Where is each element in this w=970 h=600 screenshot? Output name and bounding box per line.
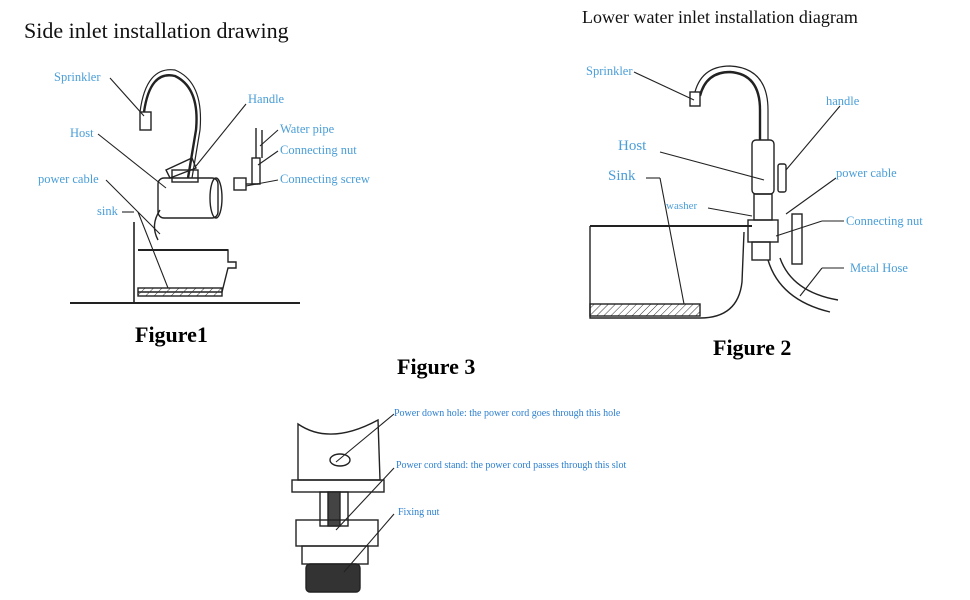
fig2-sprinkler-label: Sprinkler	[586, 64, 633, 78]
fig2-washer-label: washer	[666, 200, 698, 212]
fig2-handle-label: handle	[826, 94, 860, 108]
fig1-water-pipe-label: Water pipe	[280, 122, 335, 136]
lower-inlet-title: Lower water inlet installation diagram	[582, 7, 858, 27]
fig1-sink-label: sink	[97, 204, 118, 218]
fig2-connecting-nut-label: Connecting nut	[846, 214, 923, 228]
fig1-host-label: Host	[70, 126, 94, 140]
fig1-connecting-screw-label: Connecting screw	[280, 172, 370, 186]
figure3-caption: Figure 3	[397, 354, 476, 379]
figure2-drawing	[589, 65, 844, 319]
figure1-drawing	[70, 69, 300, 304]
fig2-sink-label: Sink	[608, 168, 636, 184]
fig2-host-label: Host	[618, 138, 647, 154]
side-inlet-title: Side inlet installation drawing	[24, 18, 289, 43]
fig1-connecting-nut-label: Connecting nut	[280, 143, 357, 157]
fig3-fixing-nut-label: Fixing nut	[398, 507, 440, 518]
fig3-power-down-hole-label: Power down hole: the power cord goes thr…	[394, 408, 621, 419]
figure2-caption: Figure 2	[713, 335, 792, 360]
fig1-power-cable-label: power cable	[38, 172, 99, 186]
figure1-caption: Figure1	[135, 322, 208, 347]
figure3-drawing	[291, 413, 395, 593]
fig1-sprinkler-label: Sprinkler	[54, 70, 101, 84]
fig2-power-cable-label: power cable	[836, 166, 897, 180]
fig2-metal-hose-label: Metal Hose	[850, 261, 908, 275]
fig3-power-cord-stand-label: Power cord stand: the power cord passes …	[396, 460, 627, 471]
fig1-handle-label: Handle	[248, 92, 285, 106]
